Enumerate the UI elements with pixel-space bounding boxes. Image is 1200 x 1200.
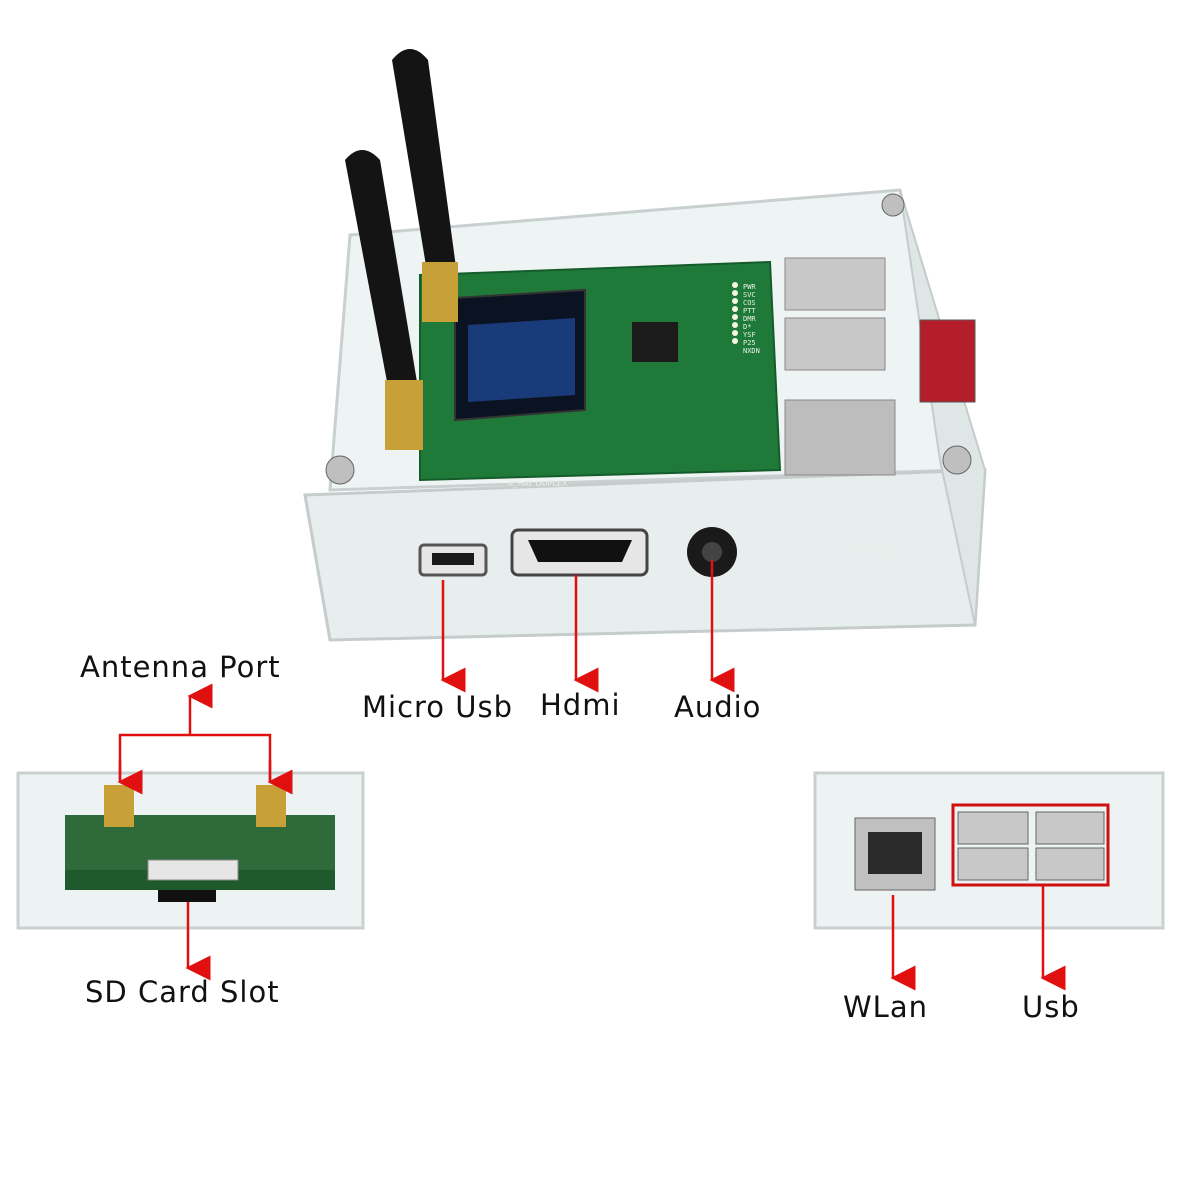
ethernet-silkscreen: ETHERNET xyxy=(855,548,903,558)
hdmi-port-icon xyxy=(510,528,649,577)
led-label-nxdn: NXDN xyxy=(743,347,760,355)
usb-port-icon xyxy=(957,811,1105,881)
micro-usb-port-icon xyxy=(418,543,488,577)
led-label-ysf: YSF xyxy=(743,331,756,339)
led-label-p25: P25 xyxy=(743,339,756,347)
left-side-view xyxy=(16,771,365,930)
hdmi-label: Hdmi xyxy=(540,688,621,722)
led-label-dstar: D* xyxy=(743,323,751,331)
audio-label: Audio xyxy=(674,690,762,724)
status-leds xyxy=(732,282,738,344)
antenna-bracket xyxy=(118,733,272,780)
oled-display-icon xyxy=(454,288,586,422)
antenna-port-label: Antenna Port xyxy=(80,650,281,684)
antenna-port-icon xyxy=(256,785,286,827)
antenna-icon xyxy=(345,150,423,450)
sd-card-slot-label: SD Card Slot xyxy=(85,975,280,1009)
screw-icon xyxy=(325,455,355,485)
led-label-ptt: PTT xyxy=(743,307,756,315)
ethernet-port-icon xyxy=(854,817,936,891)
micro-usb-label: Micro Usb xyxy=(362,690,514,724)
wlan-label: WLan xyxy=(843,990,928,1024)
led-label-pwr: PWR xyxy=(743,283,756,291)
hat-silkscreen: K_HAT DUPLEX xyxy=(508,479,568,488)
screw-icon xyxy=(942,445,972,475)
led-label-svc: SVC xyxy=(743,291,756,299)
main-device: PWR SVC COS PTT DMR D* YSF P25 NXDN ETH xyxy=(303,49,987,642)
antenna-port-icon xyxy=(104,785,134,827)
chip xyxy=(632,322,678,362)
right-side-view xyxy=(813,771,1165,930)
usb-highlight-box xyxy=(951,803,1110,887)
audio-jack-icon xyxy=(687,527,737,577)
sd-card xyxy=(919,319,976,403)
screw-icon xyxy=(881,193,905,217)
antenna-icon xyxy=(392,49,458,322)
usb-label: Usb xyxy=(1022,990,1080,1024)
led-label-dmr: DMR xyxy=(743,315,756,323)
usb-port-icon xyxy=(784,257,896,476)
led-label-cos: COS xyxy=(743,299,756,307)
